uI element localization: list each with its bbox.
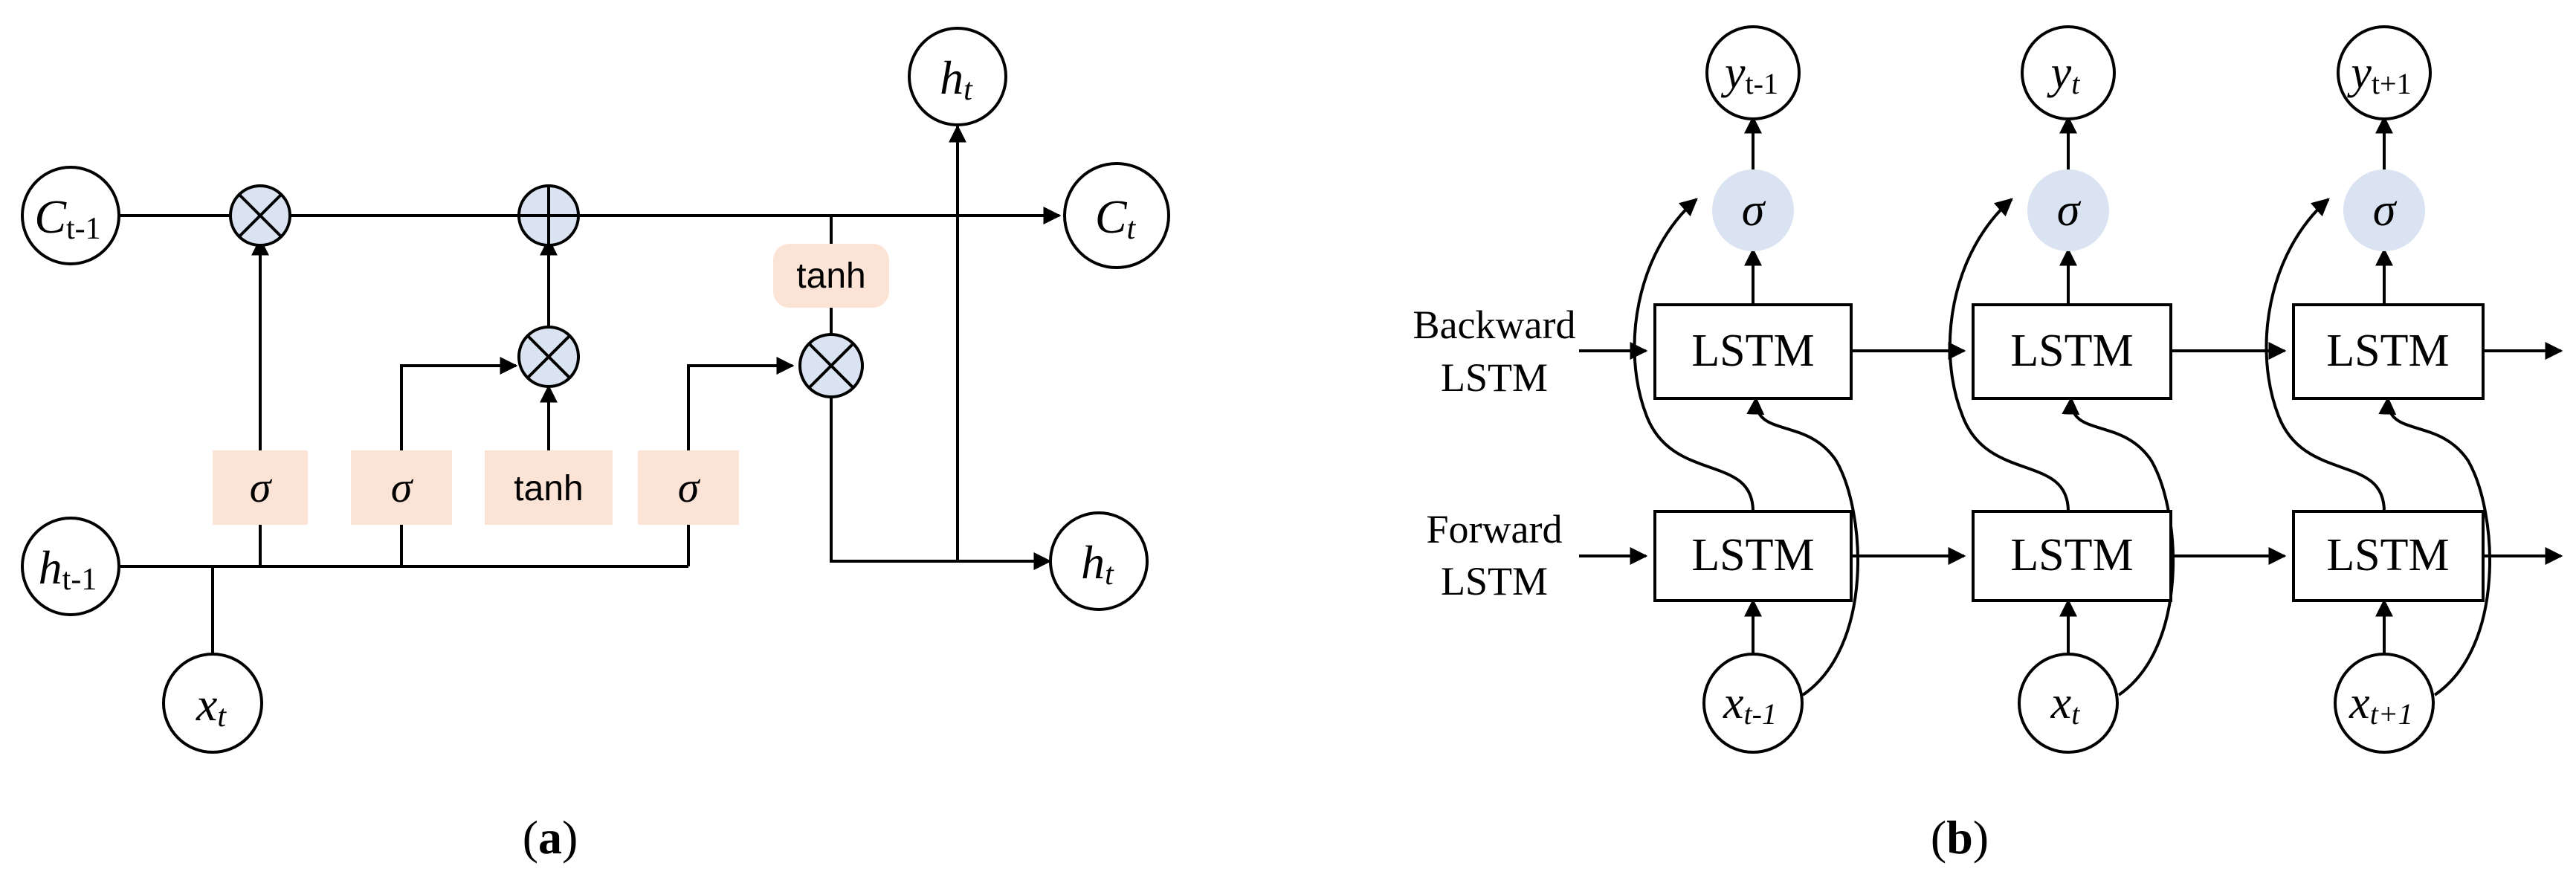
svg-text:σ: σ xyxy=(2057,185,2082,236)
backward-lstm-cell xyxy=(1972,303,2172,400)
c-prev-node: Ct-1 xyxy=(21,166,120,265)
svg-text:xt: xt xyxy=(2050,678,2081,731)
backward-lstm-cell xyxy=(2292,303,2485,400)
timestep-t-plus-1: LSTM LSTM σ yt+1 xt+1 xyxy=(2265,25,2491,754)
svg-text:ht-1: ht-1 xyxy=(39,541,97,597)
svg-text:LSTM: LSTM xyxy=(1441,559,1548,604)
multiply-input-icon xyxy=(517,326,580,388)
output-node xyxy=(1705,25,1801,120)
svg-text:Forward: Forward xyxy=(1427,507,1563,552)
output-gate: σ xyxy=(638,450,739,525)
svg-text:σ: σ xyxy=(1742,185,1766,236)
forward-lstm-label: Forward LSTM xyxy=(1427,507,1563,604)
svg-text:LSTM: LSTM xyxy=(2010,326,2133,376)
multiply-forget-icon xyxy=(229,184,291,247)
forget-gate-label: σ xyxy=(250,463,273,511)
svg-text:xt-1: xt-1 xyxy=(1723,678,1777,731)
svg-text:Ct-1: Ct-1 xyxy=(34,190,100,246)
input-node xyxy=(1702,653,1804,754)
svg-text:xt+1: xt+1 xyxy=(2349,678,2413,731)
candidate-gate-label: tanh xyxy=(514,469,583,508)
svg-text:LSTM: LSTM xyxy=(1691,326,1814,376)
svg-text:ht: ht xyxy=(1081,536,1114,592)
h-out-node: ht xyxy=(1049,511,1149,611)
forward-lstm-cell xyxy=(2292,510,2485,602)
forward-lstm-cell xyxy=(1653,510,1853,602)
add-cell-icon xyxy=(517,184,580,247)
candidate-gate: tanh xyxy=(485,450,613,525)
svg-text:LSTM: LSTM xyxy=(2010,530,2133,581)
svg-text:yt-1: yt-1 xyxy=(1720,48,1778,100)
svg-text:LSTM: LSTM xyxy=(2326,326,2449,376)
forget-gate: σ xyxy=(213,450,308,525)
timestep-t-minus-1: LSTM LSTM σ yt-1 xt-1 xyxy=(1633,25,1859,754)
svg-text:yt+1: yt+1 xyxy=(2346,48,2411,100)
backward-lstm-label: Backward LSTM xyxy=(1413,303,1576,400)
input-node xyxy=(2018,653,2119,754)
output-node xyxy=(2337,25,2432,120)
sigma-node xyxy=(1712,169,1794,251)
input-node xyxy=(2334,653,2435,754)
svg-text:σ: σ xyxy=(2373,185,2398,236)
svg-text:LSTM: LSTM xyxy=(1441,355,1548,400)
svg-text:yt: yt xyxy=(2047,48,2081,100)
panel-a: σ σ tanh σ tanh xyxy=(21,27,1170,864)
h-top-node: ht xyxy=(908,27,1007,126)
panel-a-caption: (a) xyxy=(523,811,578,864)
output-node xyxy=(2021,25,2116,120)
forward-lstm-cell xyxy=(1972,510,2172,602)
input-gate: σ xyxy=(351,450,452,525)
svg-text:ht: ht xyxy=(940,51,973,107)
panel-b: Backward LSTM Forward LSTM xyxy=(1413,25,2563,864)
x-t-node: xt xyxy=(162,653,263,754)
cell-tanh: tanh xyxy=(773,244,889,308)
sigma-node xyxy=(2343,169,2425,251)
c-t-node: Ct xyxy=(1063,162,1170,269)
backward-lstm-cell xyxy=(1653,303,1853,400)
sigma-node xyxy=(2027,169,2109,251)
panel-b-caption: (b) xyxy=(1931,811,1989,864)
svg-text:xt: xt xyxy=(196,678,227,734)
output-gate-label: σ xyxy=(678,463,701,511)
timestep-t: LSTM LSTM σ yt xt xyxy=(1948,25,2175,754)
svg-text:LSTM: LSTM xyxy=(1691,530,1814,581)
svg-text:LSTM: LSTM xyxy=(2326,530,2449,581)
svg-text:Backward: Backward xyxy=(1413,303,1576,347)
svg-text:Ct: Ct xyxy=(1095,190,1137,246)
multiply-output-icon xyxy=(798,333,864,398)
cell-tanh-label: tanh xyxy=(796,256,865,296)
h-prev-node: ht-1 xyxy=(21,517,120,616)
input-gate-label: σ xyxy=(391,463,414,511)
